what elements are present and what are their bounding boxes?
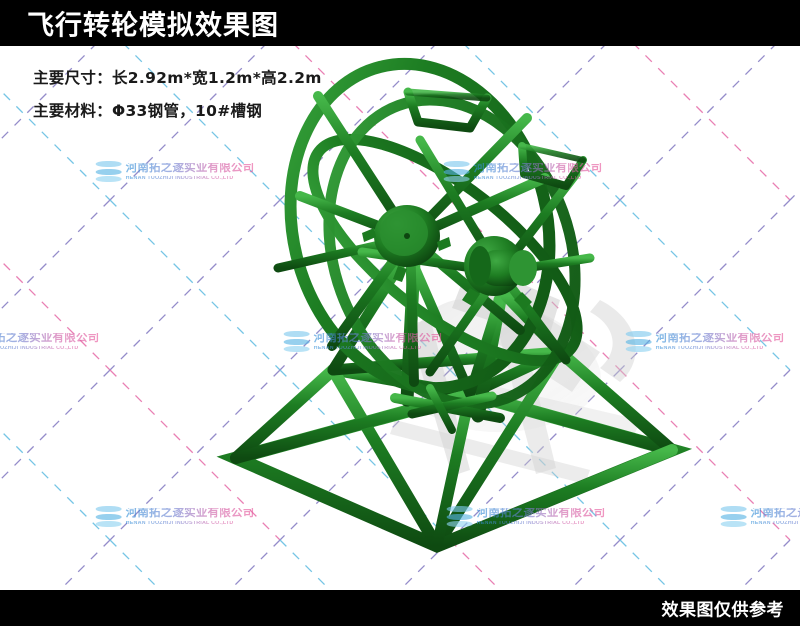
title-banner: 飞行转轮模拟效果图 <box>0 0 800 46</box>
spec-materials: 主要材料：Φ33钢管，10#槽钢 <box>33 102 263 120</box>
disclaimer-note: 效果图仅供参考 <box>661 600 784 621</box>
specification-block: 主要尺寸：长2.92m*宽1.2m*高2.2m 主要材料：Φ33钢管，10#槽钢 <box>33 66 322 132</box>
page-title: 飞行转轮模拟效果图 <box>27 10 279 42</box>
spec-dimensions: 主要尺寸：长2.92m*宽1.2m*高2.2m <box>33 69 322 87</box>
footer-banner: 效果图仅供参考 <box>0 590 800 626</box>
